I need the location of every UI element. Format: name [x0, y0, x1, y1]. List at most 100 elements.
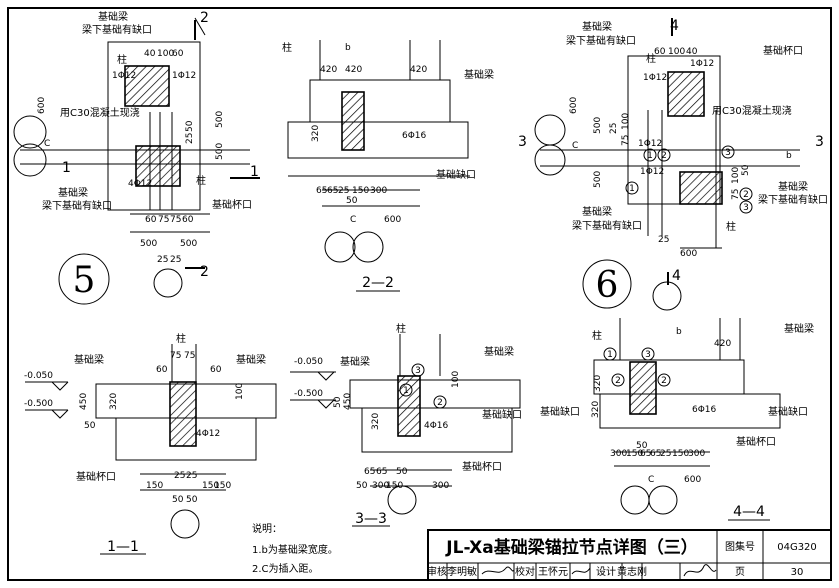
level-text: -0.500 [294, 389, 323, 399]
dim-text: 50 [172, 495, 184, 505]
detail-number-circle [582, 259, 632, 309]
beam-section-hatch [124, 65, 170, 107]
dim-text: 450 [343, 393, 353, 410]
detail-number: 5 [73, 260, 96, 301]
label-notch: 梁下基础有缺口 [758, 193, 828, 206]
pile-circle [534, 144, 566, 176]
callout-circle [411, 363, 425, 377]
dim-text: 75 [621, 135, 631, 146]
dim-text: 500 [140, 239, 157, 249]
dim-text: 300 [432, 481, 449, 491]
column-outline [107, 41, 201, 211]
dim-text: 320 [311, 125, 321, 142]
dim-text: 25 [185, 133, 195, 144]
label-column: 柱 [396, 322, 406, 335]
dim-text: 600 [680, 249, 697, 259]
dim-text: 65 [316, 186, 327, 196]
dim-text: C [572, 141, 578, 151]
rebar-label: 1Φ12 [172, 71, 196, 81]
section-marker: 3 [518, 134, 527, 150]
dim-text: 150 [626, 449, 643, 459]
outline-lines [288, 40, 470, 177]
rebar-label: 1Φ12 [690, 59, 714, 69]
dim-text: 600 [37, 97, 47, 114]
dim-text: 50 [636, 441, 648, 451]
dim-text: 150 [214, 481, 231, 491]
column-hatch [629, 361, 657, 415]
callout-number: 3 [743, 203, 749, 213]
label-cup: 基础杯口 [462, 460, 502, 473]
dimension-lines [322, 189, 420, 207]
section-label: 4—4 [733, 504, 765, 520]
dim-text: 450 [79, 393, 89, 410]
drawing-title: JL-Xa基础梁锚拉节点详图（三） [445, 537, 697, 558]
atlas-number: 04G320 [777, 542, 817, 553]
dim-text: 65 [650, 449, 661, 459]
dim-text: 150 [672, 449, 689, 459]
section-marker: 4 [670, 18, 679, 34]
dim-text: 65 [364, 467, 375, 477]
rebar-lines [149, 112, 173, 210]
signature [481, 566, 515, 575]
callout-number: 1 [629, 184, 635, 194]
dim-text: 40 [686, 47, 698, 57]
rebar-label: 4Φ12 [128, 179, 152, 189]
dim-text: 75 [731, 189, 741, 200]
dim-text: C [44, 139, 50, 149]
beam-section-hatch [135, 145, 181, 187]
pile-circle [387, 485, 417, 515]
pile-circle [352, 231, 384, 263]
label-column: 柱 [196, 174, 206, 187]
rebar-label: 1Φ12 [112, 71, 136, 81]
beam-outline [349, 379, 521, 409]
page-number: 30 [791, 567, 804, 578]
callout-circle [625, 181, 639, 195]
pile-circle [153, 268, 183, 298]
label-notch: 基础缺口 [436, 168, 476, 181]
rebar-label: 4Φ12 [196, 429, 220, 439]
label-cup: 基础杯口 [212, 198, 252, 211]
label-column: 柱 [726, 220, 736, 233]
dim-text: 500 [593, 117, 603, 134]
dim-text: 65 [640, 449, 651, 459]
callout-number: 1 [607, 350, 613, 360]
dim-text: 320 [591, 401, 601, 418]
dim-text: 25 [186, 471, 197, 481]
beam-section-hatch [667, 71, 705, 117]
dim-text: 420 [345, 65, 362, 75]
dimension-lines [614, 451, 710, 467]
role-name: 黄志刚 [617, 565, 647, 578]
dimension-lines [680, 232, 722, 249]
rebar-label: 1Φ12 [640, 167, 664, 177]
role-label: 设计 [596, 565, 616, 578]
dim-text: 25 [658, 235, 669, 245]
callout-number: 3 [415, 366, 421, 376]
level-markers [51, 381, 69, 419]
note-item: 2.C为插入距。 [252, 562, 319, 575]
callout-circle [721, 145, 735, 159]
label-column: 柱 [282, 41, 292, 54]
label-foundation-beam: 基础梁 [784, 322, 814, 335]
dim-text: 100 [157, 49, 174, 59]
dim-text: 500 [215, 143, 225, 160]
label-notch: 梁下基础有缺口 [42, 199, 112, 212]
pile-circle [620, 485, 650, 515]
dim-text: 300 [688, 449, 705, 459]
dim-text: 500 [593, 171, 603, 188]
dim-text: 500 [215, 111, 225, 128]
section-4-4: 4—4 柱 基础梁 基础缺口 基础缺口 基础杯口 6Φ16 b 420 320 … [540, 318, 814, 521]
callout-circle [657, 148, 671, 162]
dim-text: 600 [384, 215, 401, 225]
callout-circle [603, 347, 617, 361]
label-cup: 基础杯口 [76, 470, 116, 483]
sheet-border [7, 7, 832, 581]
label-notch: 基础缺口 [540, 405, 580, 418]
cup-outline [599, 393, 781, 429]
dim-text: 25 [609, 123, 619, 134]
column-lines [619, 318, 741, 360]
dim-text: 50 [185, 120, 195, 132]
label-cast-concrete: 用C30混凝土现浇 [60, 106, 140, 119]
dim-text: 60 [182, 215, 194, 225]
